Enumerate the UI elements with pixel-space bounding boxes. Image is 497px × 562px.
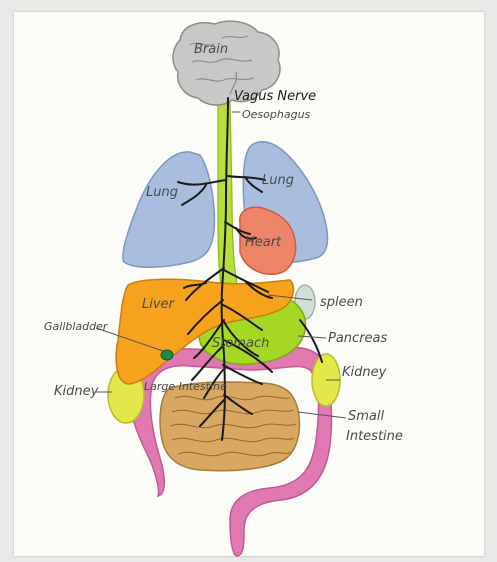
label-small-intestine-2: Intestine <box>346 429 403 444</box>
label-heart: Heart <box>245 235 282 250</box>
label-pancreas: Pancreas <box>328 331 388 346</box>
small-intestine <box>160 382 299 471</box>
label-vagus-nerve: Vagus Nerve <box>234 89 316 104</box>
label-spleen: spleen <box>320 295 363 310</box>
label-brain: Brain <box>194 42 228 57</box>
label-lung-right: Lung <box>262 173 294 188</box>
label-lung-left: Lung <box>146 185 178 200</box>
label-kidney-right: Kidney <box>342 365 387 380</box>
label-small-intestine-1: Small <box>348 409 384 424</box>
label-oesophagus: Oesophagus <box>242 108 311 121</box>
gallbladder <box>161 350 173 360</box>
label-gallbladder: Gallbladder <box>44 320 109 333</box>
label-liver: Liver <box>142 297 176 312</box>
label-kidney-left: Kidney <box>54 384 99 399</box>
label-stomach: Stomach <box>212 336 269 351</box>
label-large-intestine: Large Intestine <box>144 380 227 393</box>
lung-left <box>123 152 214 267</box>
